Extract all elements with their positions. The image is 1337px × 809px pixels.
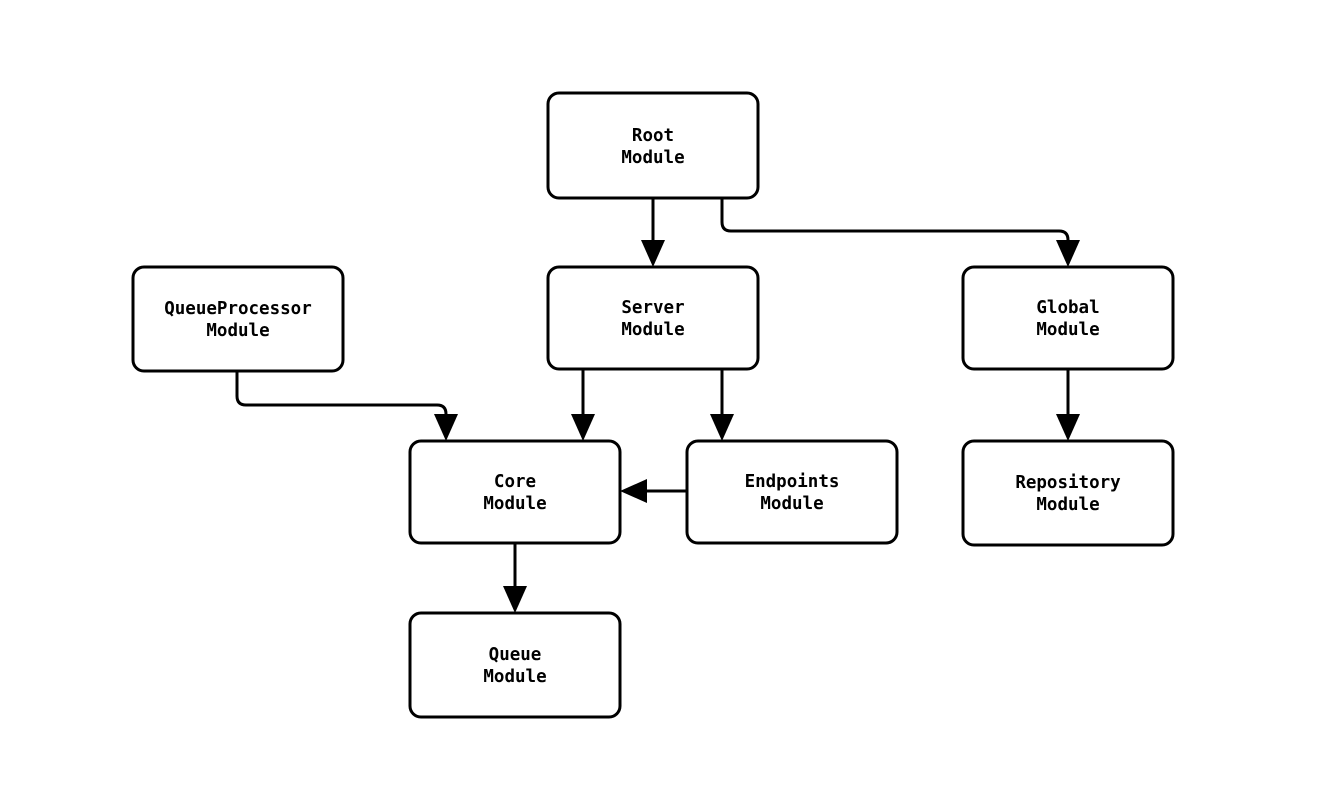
node-core-module-label-line2: Module xyxy=(483,494,546,514)
node-core-module[interactable]: Core Module xyxy=(408,439,622,545)
node-queue-module-label-line1: Queue xyxy=(489,645,542,665)
node-core-module-box[interactable] xyxy=(408,439,622,545)
node-server-module-label-line2: Module xyxy=(621,320,684,340)
edge-layer xyxy=(235,198,1080,613)
edge-server-to-core xyxy=(571,369,595,441)
node-core-module-label-line1: Core xyxy=(494,472,536,492)
node-endpoints-module[interactable]: Endpoints Module xyxy=(685,439,899,545)
node-root-module-label-line2: Module xyxy=(621,148,684,168)
node-root-module-box[interactable] xyxy=(546,91,760,200)
node-server-module-label-line1: Server xyxy=(621,298,684,318)
arrow-head-icon xyxy=(571,414,595,441)
arrow-head-icon xyxy=(620,479,647,503)
node-repository-module-label-line1: Repository xyxy=(1015,473,1121,493)
edge-server-to-endpoints xyxy=(710,369,734,441)
node-queueprocessor-module[interactable]: QueueProcessor Module xyxy=(131,265,345,373)
node-endpoints-module-label-line1: Endpoints xyxy=(745,472,840,492)
node-global-module-label-line1: Global xyxy=(1036,298,1099,318)
node-queue-module[interactable]: Queue Module xyxy=(408,611,622,719)
edge-root-to-server xyxy=(641,198,665,267)
edge-endpoints-to-core xyxy=(620,479,687,503)
node-repository-module-label-line2: Module xyxy=(1036,495,1099,515)
node-global-module-label-line2: Module xyxy=(1036,320,1099,340)
node-global-module[interactable]: Global Module xyxy=(961,265,1175,371)
edge-global-to-repository xyxy=(1056,369,1080,441)
node-queue-module-box[interactable] xyxy=(408,611,622,719)
node-root-module[interactable]: Root Module xyxy=(546,91,760,200)
node-root-module-label-line1: Root xyxy=(632,126,674,146)
arrow-head-icon xyxy=(1056,240,1080,267)
node-queue-module-label-line2: Module xyxy=(483,667,546,687)
node-queueprocessor-module-box[interactable] xyxy=(131,265,345,373)
edge-root-to-global xyxy=(720,198,1080,267)
node-layer: Root Module QueueProcessor Module Server… xyxy=(131,91,1175,719)
arrow-head-icon xyxy=(503,586,527,613)
arrow-head-icon xyxy=(710,414,734,441)
edge-queueprocessor-to-core xyxy=(235,371,458,441)
arrow-head-icon xyxy=(434,414,458,441)
arrow-head-icon xyxy=(1056,414,1080,441)
node-repository-module[interactable]: Repository Module xyxy=(961,439,1175,547)
node-queueprocessor-module-label-line2: Module xyxy=(206,321,269,341)
node-endpoints-module-label-line2: Module xyxy=(760,494,823,514)
node-server-module[interactable]: Server Module xyxy=(546,265,760,371)
edge-core-to-queue xyxy=(503,543,527,613)
node-global-module-box[interactable] xyxy=(961,265,1175,371)
node-server-module-box[interactable] xyxy=(546,265,760,371)
arrow-head-icon xyxy=(641,240,665,267)
node-repository-module-box[interactable] xyxy=(961,439,1175,547)
node-queueprocessor-module-label-line1: QueueProcessor xyxy=(164,299,312,319)
node-endpoints-module-box[interactable] xyxy=(685,439,899,545)
